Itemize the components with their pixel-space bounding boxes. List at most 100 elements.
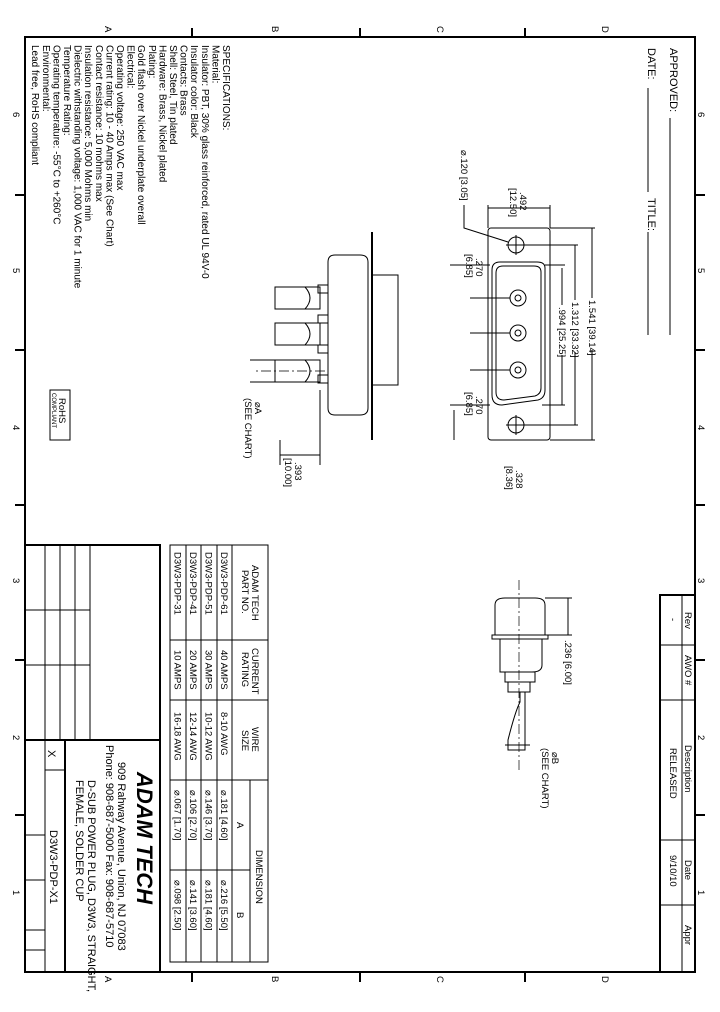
- zone-number: 4: [10, 425, 21, 430]
- spec-line: Operating voltage: 250 VAC max: [114, 45, 125, 190]
- table-cell: 10-12 AWG: [203, 712, 214, 761]
- dim-pitch-1-mm: [6.85]: [463, 254, 474, 278]
- zone-number: 6: [695, 112, 706, 117]
- dim-d-width-mm: [8.36]: [503, 466, 514, 490]
- table-cell: 30 AMPS: [203, 650, 214, 690]
- dim-overall-length: 1.541 [39.14]: [586, 300, 597, 355]
- header-current-2: RATING: [239, 652, 250, 687]
- spec-line: Temperature Rating:: [61, 45, 72, 136]
- zone-letter: C: [434, 976, 445, 983]
- company-address: 909 Rahway Avenue, Union, NJ 07083: [115, 762, 127, 951]
- spec-line: Insulator: PBT, 30% glass reinforced, ra…: [199, 45, 210, 279]
- dim-pitch-1: .270: [473, 258, 484, 277]
- zone-number: 6: [10, 112, 21, 117]
- dim-height: .236 [6.00]: [562, 640, 573, 685]
- rev-header: Rev: [682, 612, 693, 629]
- zone-number: 5: [10, 268, 21, 273]
- title-block: ADAM TECH 909 Rahway Avenue, Union, NJ 0…: [24, 544, 161, 992]
- dim-d-length: .994 [25.25]: [556, 307, 567, 357]
- date-value: 9/10/10: [667, 855, 678, 887]
- dim-width-mm: [12.50]: [507, 188, 518, 217]
- rev-value: -: [667, 618, 678, 621]
- spec-line: SPECIFICATIONS:: [220, 45, 231, 130]
- zone-number: 2: [695, 735, 706, 740]
- spec-line: Insulation resistance: 5,000 Mohms min: [82, 45, 93, 221]
- front-view: 1.541 [39.14] 1.312 [33.32] .994 [25.25]…: [450, 150, 598, 490]
- specifications: SPECIFICATIONS:Material:Insulator: PBT, …: [29, 45, 231, 289]
- dim-dia-b: ⌀B: [549, 752, 560, 764]
- table-cell: D3W3-PDP-61: [218, 552, 229, 615]
- spec-line: Contacts: Brass: [178, 45, 189, 116]
- spec-line: Hardware: Brass, Nickel plated: [156, 45, 167, 182]
- rohs-logo: RoHS COMPLIANT: [49, 389, 71, 441]
- zone-letter: A: [102, 976, 113, 983]
- zone-number: 3: [10, 578, 21, 583]
- spec-line: Current rating: 10 - 40 Amps max (See Ch…: [103, 45, 114, 247]
- header-part-no-1: ADAM TECH: [249, 565, 260, 621]
- zone-number: 1: [10, 890, 21, 895]
- zone-letter: D: [599, 26, 610, 33]
- table-cell: ⌀.181 [4.60]: [218, 790, 229, 841]
- spec-line: Environmental:: [40, 45, 51, 112]
- table-cell: ⌀.098 [2.50]: [172, 880, 183, 931]
- spec-line: Electrical:: [125, 45, 136, 88]
- parts-table: ADAM TECH PART NO. CURRENT RATING WIRE S…: [169, 544, 269, 963]
- dim-cup-length: .393: [292, 462, 303, 481]
- table-cell: 40 AMPS: [218, 650, 229, 690]
- dim-hole-diameter: ⌀.120 [3.05]: [458, 150, 469, 201]
- spec-line: Gold flash over Nickel underplate overal…: [135, 45, 146, 225]
- header-dim-b: B: [234, 912, 245, 918]
- dim-see-chart-a: (SEE CHART): [242, 398, 253, 459]
- dim-see-chart-b: (SEE CHART): [539, 748, 550, 809]
- spec-line: Operating temperature: -55°C to +260°C: [50, 45, 61, 224]
- drawing-title-line-1: D-SUB POWER PLUG, D3W3, STRAIGHT,: [85, 780, 97, 992]
- spec-line: Lead free, RoHS compliant: [29, 45, 40, 165]
- company-name: ADAM TECH: [132, 771, 157, 905]
- table-cell: D3W3-PDP-31: [172, 552, 183, 615]
- zone-markers: A B C D A B C D 6 5 4 3 2 1 6 5 4 3 2 1: [10, 26, 706, 983]
- zone-number: 1: [695, 890, 706, 895]
- end-view: .236 [6.00] ⌀B (SEE CHART): [491, 580, 573, 809]
- drawing-title-line-2: FEMALE, SOLDER CUP: [73, 780, 85, 902]
- dim-width: .492: [517, 192, 528, 211]
- zone-number: 3: [695, 578, 706, 583]
- dim-d-width: .328: [513, 470, 524, 489]
- spec-line: Shell: Steel, Tin plated: [167, 45, 178, 145]
- tolerance-mark: X: [45, 750, 57, 758]
- zone-letter: C: [434, 26, 445, 33]
- table-cell: ⌀.146 [3.70]: [203, 790, 214, 841]
- zone-number: 4: [695, 425, 706, 430]
- revision-table: Rev AWO # Description Date Appr - RELEAS…: [659, 594, 696, 973]
- spec-line: Material:: [209, 45, 220, 83]
- zone-letter: D: [599, 976, 610, 983]
- header-dimension: DIMENSION: [253, 850, 264, 904]
- dim-hole-spacing: 1.312 [33.32]: [569, 302, 580, 357]
- rohs-text: RoHS: [56, 398, 67, 423]
- table-cell: ⌀.181 [4.60]: [203, 880, 214, 931]
- side-view: ⌀A (SEE CHART) .393 [10.00]: [242, 232, 399, 487]
- appr-header: Appr: [682, 925, 693, 945]
- zone-number: 5: [695, 268, 706, 273]
- dim-pitch-2-mm: [6.85]: [463, 392, 474, 416]
- approved-label: APPROVED:: [667, 48, 679, 112]
- date-header: Date: [682, 860, 693, 880]
- zone-letter: B: [269, 26, 280, 32]
- table-cell: 8-10 AWG: [218, 712, 229, 755]
- zone-letter: B: [269, 976, 280, 982]
- header-part-no-2: PART NO.: [239, 570, 250, 614]
- spec-line: Contact resistance: 10 mohms max: [93, 45, 104, 202]
- company-phone: Phone: 908-687-5000 Fax: 908-687-5710: [103, 745, 115, 947]
- dim-cup-length-mm: [10.00]: [282, 458, 293, 487]
- spec-line: Dielectric withstanding voltage: 1,000 V…: [72, 45, 83, 289]
- table-cell: 10 AMPS: [172, 650, 183, 690]
- table-cell: D3W3-PDP-51: [203, 552, 214, 615]
- rohs-compliant-text: COMPLIANT: [50, 393, 56, 428]
- header-dim-a: A: [234, 822, 245, 829]
- table-cell: D3W3-PDP-41: [187, 552, 198, 615]
- awo-header: AWO #: [682, 655, 693, 686]
- title-label: TITLE:: [645, 198, 657, 231]
- table-cell: ⌀.216 [5.50]: [218, 880, 229, 931]
- zone-letter: A: [102, 26, 113, 33]
